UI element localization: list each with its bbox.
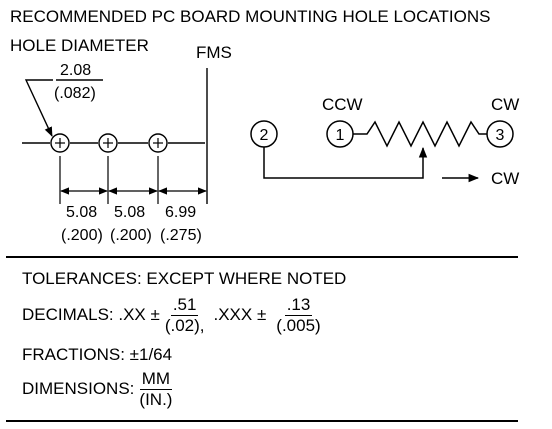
wiper-line: [263, 146, 428, 179]
xx-tolerance-fraction: .51 (.02),: [163, 296, 207, 335]
xxx-tolerance-in: (.005): [276, 315, 321, 335]
spacing-2-in: (.200): [110, 227, 152, 244]
top-divider: [6, 256, 518, 258]
bottom-divider: [6, 420, 518, 422]
pin-2-number: 2: [260, 127, 269, 144]
spacing-1-mm: 5.08: [66, 204, 97, 221]
dimensions-label: DIMENSIONS:: [22, 379, 135, 399]
mounting-hole-1: [50, 133, 70, 153]
spacing-3-in: (.275): [160, 227, 202, 244]
hole-diameter-mm: 2.08: [60, 62, 91, 79]
spacing-2-mm: 5.08: [114, 204, 145, 221]
pin-3-number: 3: [496, 127, 505, 144]
diagram-title: RECOMMENDED PC BOARD MOUNTING HOLE LOCAT…: [10, 7, 490, 26]
mounting-hole-2: [98, 133, 118, 153]
xx-tolerance-in: (.02),: [164, 315, 205, 335]
fms-label: FMS: [196, 43, 232, 62]
tolerances-heading: TOLERANCES: EXCEPT WHERE NOTED: [22, 269, 347, 288]
decimals-row: DECIMALS: .XX ± .51 (.02), .XXX ± .13 (.…: [22, 296, 326, 335]
decimals-label: DECIMALS: .XX ±: [22, 305, 160, 325]
spacing-3-mm: 6.99: [165, 204, 196, 221]
xxx-label: .XXX ±: [213, 305, 267, 325]
fractions-tolerance: FRACTIONS: ±1/64: [22, 345, 173, 364]
hole-diameter-in: (.082): [54, 85, 96, 102]
mounting-hole-3: [148, 133, 168, 153]
resistor-zigzag: [353, 120, 487, 148]
cw-arrow-label: CW: [491, 169, 519, 188]
dimensions-in: (IN.): [139, 389, 173, 409]
pot-schematic: CCW CW 2 1 3 CW: [250, 95, 519, 188]
extension-lines: [59, 156, 159, 204]
dimensions-mm: MM: [139, 369, 173, 390]
dimensions-row: DIMENSIONS: MM (IN.): [22, 370, 177, 409]
spacing-1-in: (.200): [61, 227, 103, 244]
cw-label: CW: [491, 95, 519, 114]
xxx-tolerance-fraction: .13 (.005): [274, 296, 322, 335]
hole-diameter-label: HOLE DIAMETER: [10, 36, 149, 55]
dimensions-fraction: MM (IN.): [137, 370, 174, 409]
xx-tolerance-mm: .51: [170, 295, 199, 316]
ccw-label: CCW: [322, 95, 363, 114]
xxx-tolerance-mm: .13: [284, 295, 313, 316]
mounting-hole-drawing: RECOMMENDED PC BOARD MOUNTING HOLE LOCAT…: [10, 7, 519, 244]
hole-leader-arrow: [24, 79, 53, 137]
pin-1-number: 1: [336, 127, 345, 144]
